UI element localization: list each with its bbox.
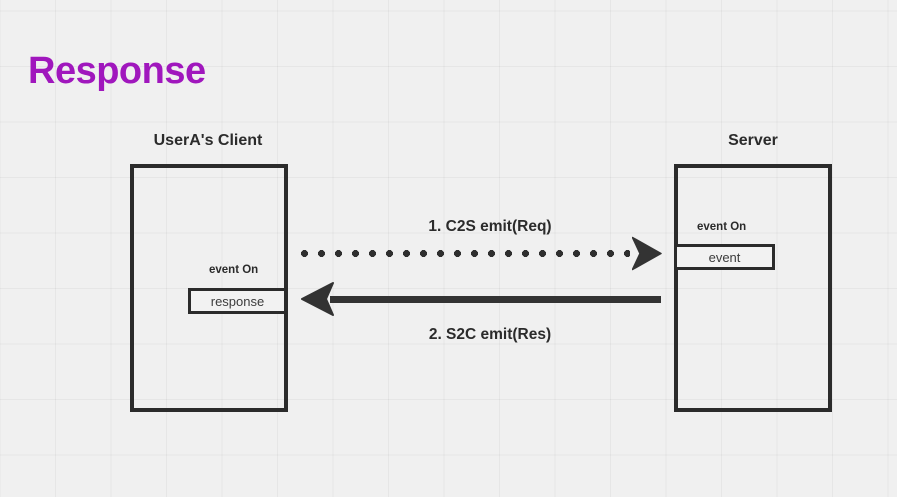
lifeline-box-server [674, 164, 832, 412]
message-line-response-solid [330, 296, 661, 303]
participant-heading-server: Server [728, 132, 778, 149]
arrowhead-right-icon [631, 236, 662, 271]
handler-label-client: event On [209, 264, 259, 276]
page-title: Response [28, 50, 206, 92]
message-line-request-dotted [296, 250, 630, 257]
arrowhead-left-icon [301, 281, 335, 317]
handler-label-server: event On [697, 221, 747, 233]
message-label-request: 1. C2S emit(Req) [428, 218, 552, 235]
handler-box-client: response [188, 288, 287, 314]
participant-heading-client: UserA's Client [153, 132, 263, 149]
handler-box-server: event [674, 244, 775, 270]
message-label-response: 2. S2C emit(Res) [428, 326, 552, 343]
